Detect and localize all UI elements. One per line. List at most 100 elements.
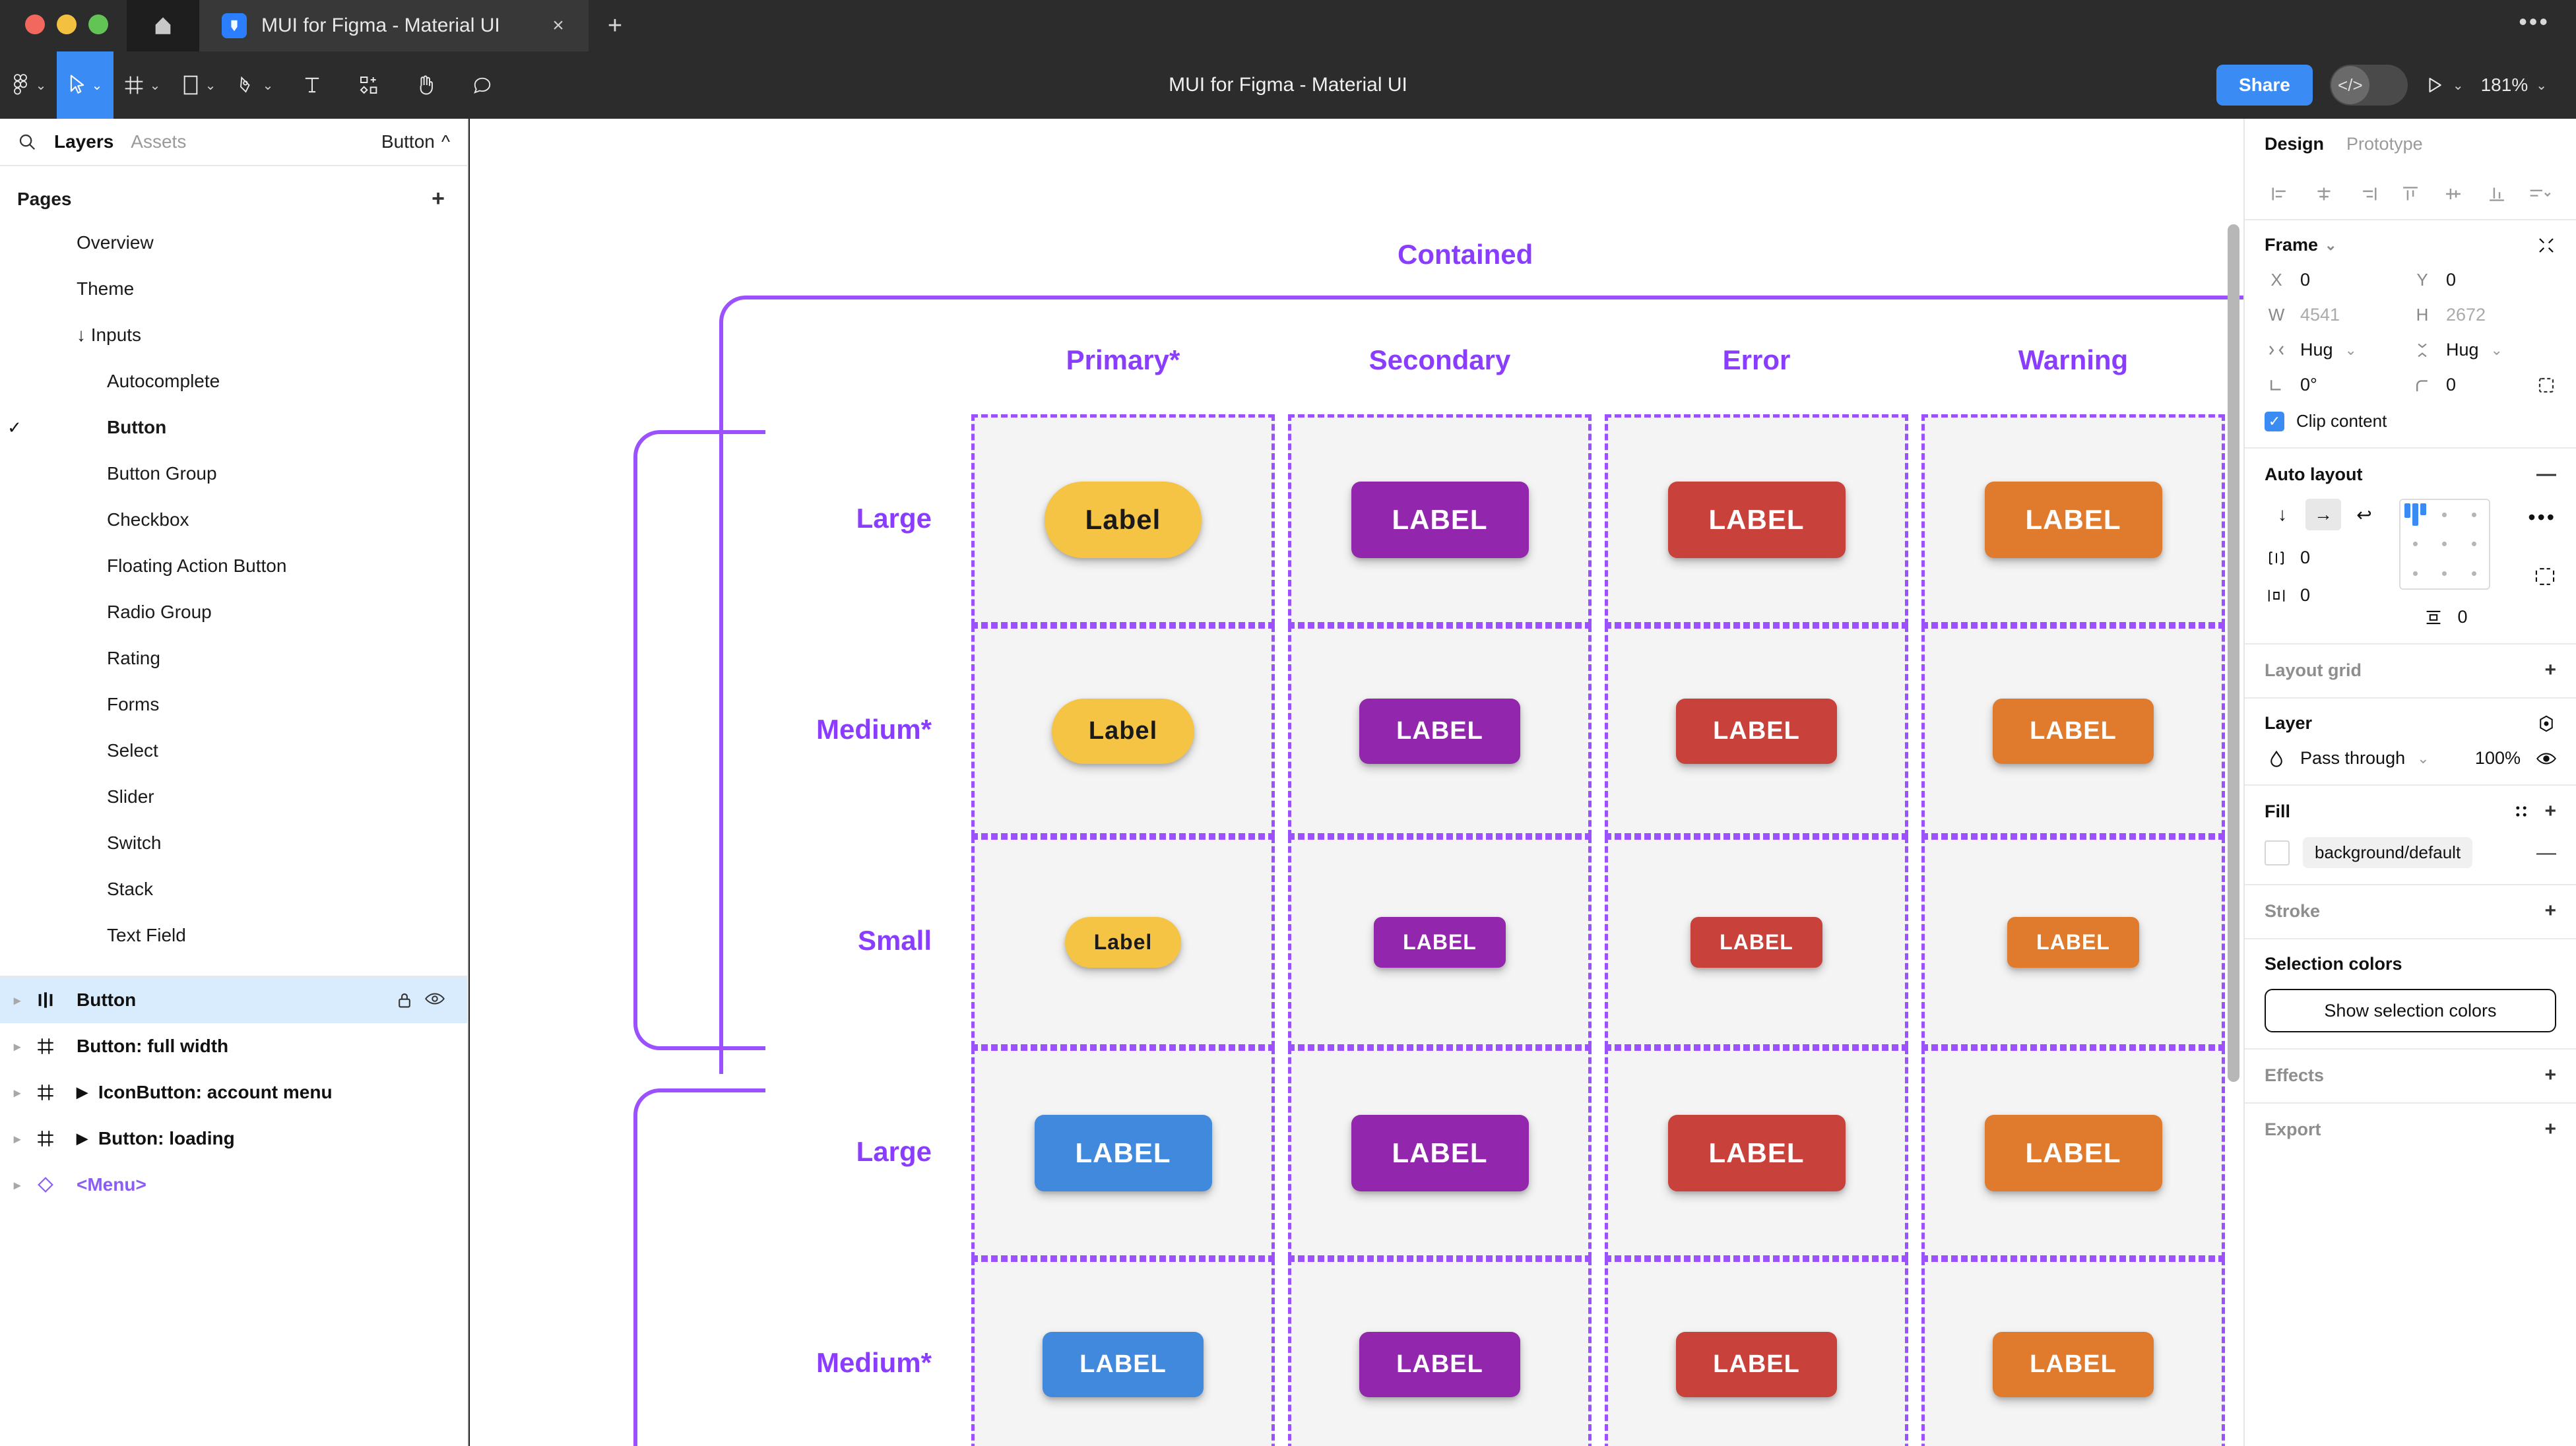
arrow-down-icon[interactable]: ↓: [2278, 504, 2287, 524]
mui-button-warning-large[interactable]: LABEL: [1984, 1115, 2162, 1191]
zoom-level-control[interactable]: 181% ⌄: [2481, 75, 2547, 96]
independent-corners-icon[interactable]: [2536, 375, 2556, 395]
align-dot[interactable]: [2442, 512, 2447, 517]
align-dot[interactable]: [2472, 542, 2477, 547]
chevron-down-icon[interactable]: ⌄: [2325, 236, 2337, 253]
mui-button-error-large[interactable]: LABEL: [1667, 482, 1846, 558]
move-cursor-icon[interactable]: ⌄: [57, 51, 113, 119]
layer-item[interactable]: ▸Button: [0, 977, 467, 1023]
align-left-icon[interactable]: [2259, 185, 2302, 203]
mui-button-error-medium[interactable]: LABEL: [1676, 698, 1837, 764]
tab-prototype[interactable]: Prototype: [2346, 133, 2423, 154]
close-tab-icon[interactable]: ×: [552, 15, 564, 36]
align-dot[interactable]: [2442, 571, 2447, 577]
individual-padding-icon[interactable]: [2534, 567, 2556, 586]
mui-button-error-medium[interactable]: LABEL: [1676, 1331, 1837, 1397]
add-effect-button[interactable]: +: [2544, 1064, 2556, 1086]
page-item-radio-group[interactable]: Radio Group: [0, 589, 467, 635]
mui-button-primary-small[interactable]: Label: [1064, 916, 1182, 968]
page-item-stack[interactable]: Stack: [0, 866, 467, 912]
styles-icon[interactable]: [2513, 803, 2530, 820]
layer-item[interactable]: ▸▶Button: loading: [0, 1116, 467, 1162]
align-dot[interactable]: [2472, 571, 2477, 577]
share-button[interactable]: Share: [2216, 65, 2313, 106]
rotation-field[interactable]: 0°: [2265, 375, 2410, 395]
distribute-more-icon[interactable]: [2519, 185, 2561, 203]
mui-button-warning-small[interactable]: LABEL: [2007, 916, 2139, 968]
mui-button-secondary-large[interactable]: LABEL: [1351, 1115, 1529, 1191]
align-dot[interactable]: [2412, 542, 2418, 547]
add-export-button[interactable]: +: [2544, 1118, 2556, 1140]
blend-mode-field[interactable]: Pass through ⌄: [2265, 748, 2445, 769]
gap-field[interactable]: 0: [2265, 548, 2382, 568]
eye-icon[interactable]: [425, 991, 445, 1009]
chevron-down-icon[interactable]: ⌄: [2417, 749, 2430, 767]
mui-button-primary-medium[interactable]: LABEL: [1043, 1331, 1204, 1397]
minimize-window-button[interactable]: [57, 15, 77, 34]
page-item-slider[interactable]: Slider: [0, 774, 467, 820]
vertical-padding-field[interactable]: 0: [2422, 607, 2468, 627]
remove-fill-button[interactable]: —: [2536, 841, 2556, 864]
align-bottom-icon[interactable]: [2475, 185, 2518, 203]
page-item-autocomplete[interactable]: Autocomplete: [0, 358, 467, 404]
page-item-text-field[interactable]: Text Field: [0, 912, 467, 959]
tab-assets[interactable]: Assets: [131, 131, 187, 152]
new-tab-button[interactable]: +: [607, 11, 623, 40]
tab-design[interactable]: Design: [2265, 133, 2325, 154]
hand-icon[interactable]: [397, 51, 454, 119]
pen-icon[interactable]: ⌄: [227, 51, 284, 119]
mui-button-warning-medium[interactable]: LABEL: [1993, 698, 2154, 764]
home-icon[interactable]: [127, 0, 199, 51]
comment-icon[interactable]: [454, 51, 511, 119]
add-stroke-button[interactable]: +: [2544, 900, 2556, 922]
fill-color-swatch[interactable]: [2265, 840, 2290, 865]
close-window-button[interactable]: [25, 15, 45, 34]
expand-caret-icon[interactable]: ▸: [13, 1131, 21, 1147]
mui-button-secondary-large[interactable]: LABEL: [1351, 482, 1529, 558]
add-layout-grid-button[interactable]: +: [2544, 659, 2556, 681]
shape-rectangle-icon[interactable]: ⌄: [170, 51, 227, 119]
remove-auto-layout-button[interactable]: —: [2536, 463, 2556, 485]
mui-button-warning-medium[interactable]: LABEL: [1993, 1331, 2154, 1397]
components-icon[interactable]: [340, 51, 397, 119]
page-item-button[interactable]: ✓Button: [0, 404, 467, 451]
mui-button-primary-medium[interactable]: Label: [1051, 698, 1195, 764]
clip-content-checkbox[interactable]: ✓: [2265, 411, 2284, 431]
mui-button-secondary-medium[interactable]: LABEL: [1359, 1331, 1520, 1397]
canvas-scrollbar[interactable]: [2228, 224, 2239, 1082]
expand-caret-icon[interactable]: ▸: [13, 1178, 21, 1193]
align-dot[interactable]: [2442, 542, 2447, 547]
frame-icon[interactable]: ⌄: [113, 51, 170, 119]
page-item-button-group[interactable]: Button Group: [0, 451, 467, 497]
frame-name-contained[interactable]: Contained: [1398, 239, 1533, 270]
chevron-down-icon[interactable]: ⌄: [2344, 341, 2357, 358]
page-item-rating[interactable]: Rating: [0, 635, 467, 681]
frame-x-field[interactable]: X 0: [2265, 270, 2410, 290]
mui-button-secondary-small[interactable]: LABEL: [1374, 916, 1506, 968]
show-selection-colors-button[interactable]: Show selection colors: [2265, 989, 2556, 1032]
layer-item[interactable]: ▸<Menu>: [0, 1162, 467, 1208]
expand-caret-icon[interactable]: ▸: [13, 993, 21, 1008]
height-resize-mode[interactable]: Hug ⌄: [2410, 340, 2556, 360]
chevron-down-icon[interactable]: ⌄: [2490, 341, 2503, 358]
frame-h-field[interactable]: H 2672: [2410, 305, 2556, 325]
window-overflow-icon[interactable]: •••: [2519, 8, 2550, 35]
opacity-field[interactable]: 100%: [2445, 748, 2556, 769]
lock-icon[interactable]: [396, 991, 413, 1009]
expand-caret-icon[interactable]: ▸: [13, 1039, 21, 1054]
layer-options-icon[interactable]: [2536, 714, 2556, 734]
page-item-overview[interactable]: Overview: [0, 220, 467, 266]
align-vertical-center-icon[interactable]: [2432, 185, 2475, 203]
mui-button-secondary-medium[interactable]: LABEL: [1359, 698, 1520, 764]
add-fill-button[interactable]: +: [2544, 800, 2556, 822]
browser-tab[interactable]: MUI for Figma - Material UI ×: [199, 0, 589, 51]
frame-y-field[interactable]: Y 0: [2410, 270, 2556, 290]
tab-layers[interactable]: Layers: [54, 131, 114, 152]
zoom-chevron-down-icon[interactable]: ⌄: [2536, 78, 2547, 93]
align-right-icon[interactable]: [2346, 185, 2389, 203]
collapse-icon[interactable]: [2536, 236, 2556, 255]
zoom-window-button[interactable]: [88, 15, 108, 34]
page-item-switch[interactable]: Switch: [0, 820, 467, 866]
text-icon[interactable]: [284, 51, 340, 119]
